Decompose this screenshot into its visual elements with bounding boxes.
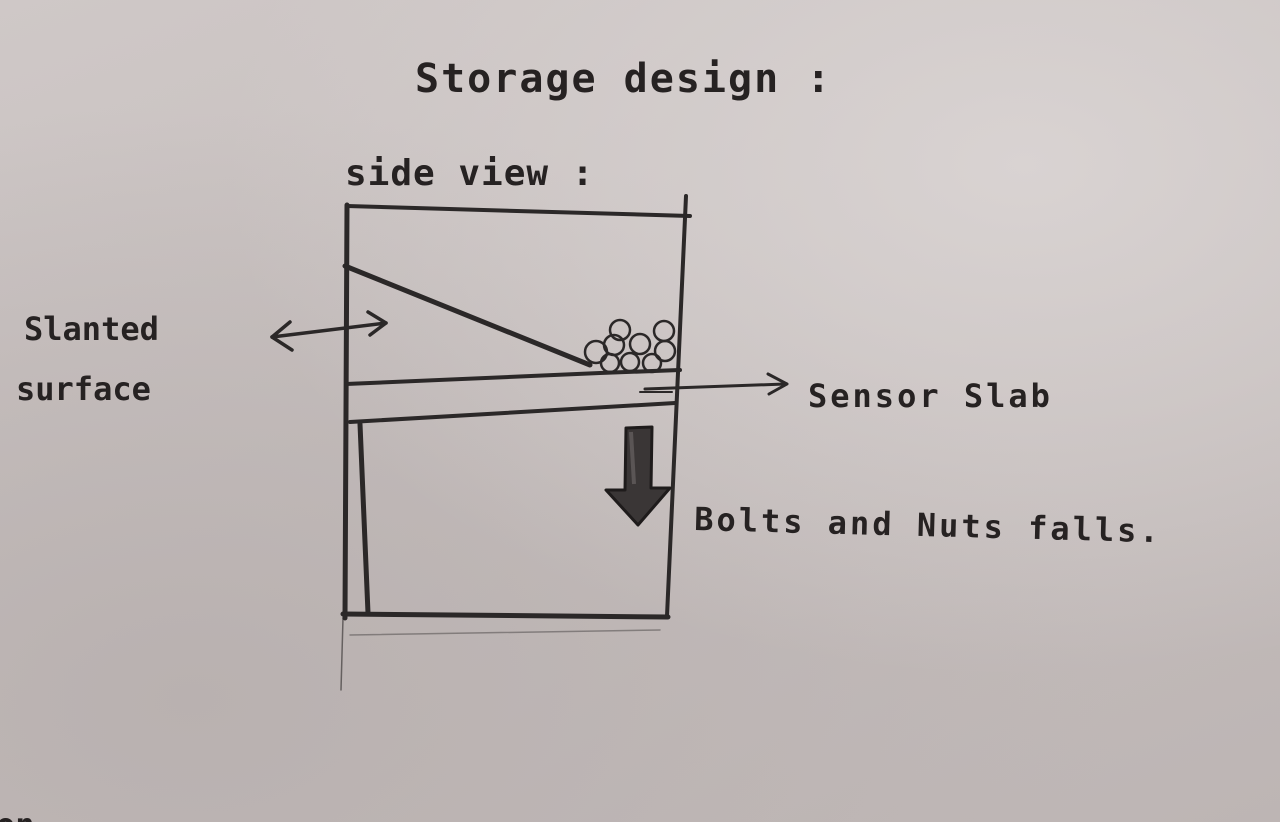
nut-circle [654, 321, 674, 341]
sensor-slab-bottom-line [350, 403, 675, 422]
slanted-surface-line [345, 266, 590, 365]
slanted-surface-arrow [272, 312, 386, 350]
corner-mark: on [0, 806, 35, 822]
falling-direction-arrow-icon [606, 427, 670, 525]
slanted-label-line2: surface [16, 370, 151, 408]
container-bottom-edge [343, 614, 668, 617]
nut-circle [621, 353, 639, 371]
diagram-title: Storage design : [415, 56, 832, 102]
container-right-edge [667, 196, 686, 616]
bolts-and-nuts [585, 320, 675, 372]
slanted-label-line1: Slanted [24, 310, 159, 348]
container-top-edge [347, 206, 690, 216]
container-faint-base [350, 630, 660, 635]
lower-chamber-inner-wall [360, 424, 368, 613]
side-view-label: side view : [345, 153, 594, 194]
sensor-slab-label: Sensor Slab [808, 377, 1053, 415]
container-extension-line [341, 618, 343, 690]
sensor-slab [346, 370, 680, 422]
nut-circle [601, 354, 619, 372]
bolts-nuts-falls-label: Bolts and Nuts falls. [694, 500, 1162, 550]
nut-circle [630, 334, 650, 354]
